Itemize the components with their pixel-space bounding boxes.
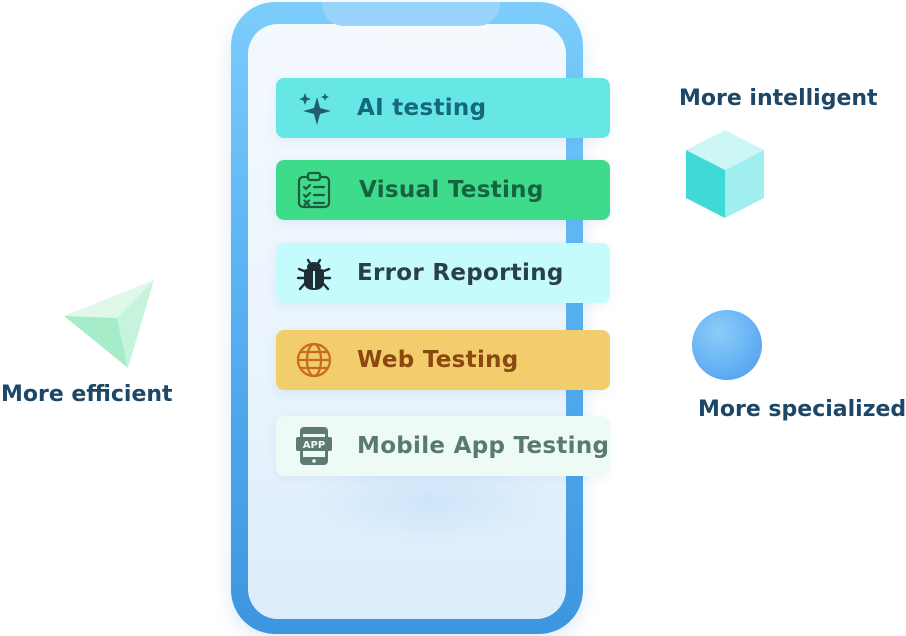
phone-notch (322, 2, 500, 26)
feature-label: Mobile App Testing (357, 433, 610, 459)
feature-card-error-reporting[interactable]: Error Reporting (276, 243, 610, 303)
feature-card-visual-testing[interactable]: Visual Testing (276, 160, 610, 220)
sphere-icon (692, 310, 762, 380)
feature-card-mobile-app-testing[interactable]: APP Mobile App Testing (276, 416, 610, 476)
bug-icon (295, 254, 333, 292)
feature-label: Web Testing (357, 347, 519, 373)
label-more-specialized: More specialized (698, 397, 906, 422)
cube-icon (686, 130, 764, 218)
feature-label: Visual Testing (359, 177, 544, 203)
globe-icon (295, 341, 333, 379)
app-icon-text: APP (303, 440, 325, 451)
feature-label: AI testing (357, 95, 487, 121)
feature-card-ai-testing[interactable]: AI testing (276, 78, 610, 138)
label-more-intelligent: More intelligent (679, 86, 878, 111)
feature-label: Error Reporting (357, 260, 564, 286)
label-more-efficient: More efficient (1, 382, 173, 407)
paper-plane-icon (64, 280, 154, 368)
feature-card-web-testing[interactable]: Web Testing (276, 330, 610, 390)
clipboard-checklist-icon (295, 171, 333, 209)
sparkle-icon (295, 89, 333, 127)
mobile-app-icon: APP (295, 427, 333, 465)
